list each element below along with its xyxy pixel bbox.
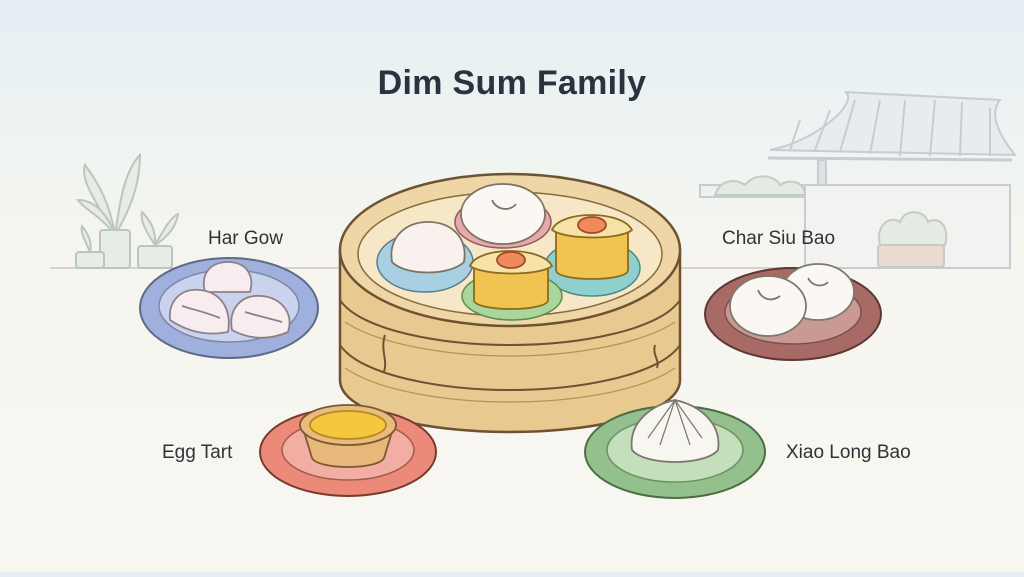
xiao-long-bao bbox=[630, 399, 720, 463]
char-siu-bao-label: Char Siu Bao bbox=[722, 228, 836, 249]
har-gow-plate bbox=[139, 257, 319, 359]
potted-plants-left bbox=[75, 152, 180, 269]
char-siu-buns bbox=[729, 263, 855, 337]
har-gow-label: Har Gow bbox=[208, 228, 283, 249]
steamer-dumplings bbox=[390, 183, 634, 310]
char-siu-bao-plate bbox=[704, 263, 882, 361]
egg-tart-plate bbox=[259, 404, 437, 497]
page-title: Dim Sum Family bbox=[377, 64, 647, 102]
egg-tart-label: Egg Tart bbox=[162, 442, 233, 463]
bamboo-steamer bbox=[338, 172, 682, 434]
xiao-long-bao-label: Xiao Long Bao bbox=[786, 442, 911, 463]
har-gow-dumplings bbox=[169, 261, 291, 339]
shrubs-right bbox=[713, 175, 948, 268]
egg-tart bbox=[299, 404, 397, 468]
xiao-long-bao-plate bbox=[584, 399, 766, 499]
